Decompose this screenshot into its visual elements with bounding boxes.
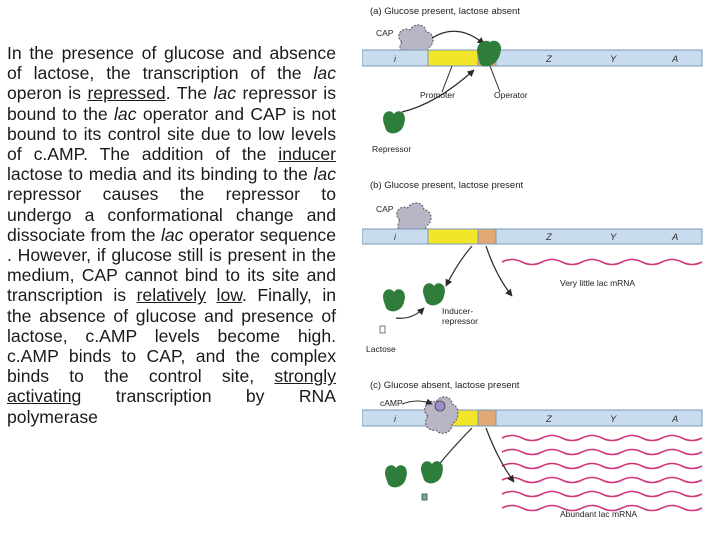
text-segment [206,285,217,305]
text-segment: lactose to media and its binding to the [7,164,314,185]
inducer-repressor-label-2: repressor [442,316,478,326]
gene-y-label: Y [610,54,617,65]
dna-strand [362,228,703,245]
camp-molecule-icon [434,400,446,412]
lac-italic: lac [313,63,337,84]
camp-cap-complex-icon [424,396,459,434]
text-segment: . The [165,83,214,104]
gene-i-label: i [394,232,397,242]
operator-region [477,228,497,245]
lactose-label: Lactose [366,344,396,354]
panel-b: (b) Glucose present, lactose present CAP… [362,180,703,354]
explanation-text: In the presence of glucose and absence o… [7,43,336,427]
inducer-repressor-label-1: Inducer- [442,306,473,316]
lactose-molecule-icon [421,493,428,501]
arrow-icon [485,427,515,483]
panel-c-title: (c) Glucose absent, lactose present [370,380,520,391]
text-segment: repressor causes the repressor to underg… [7,184,336,245]
gene-a-label: A [671,414,678,425]
mrna-strand [501,462,703,470]
text-segment: repressor is bound to the [7,83,336,124]
cap-protein-icon [398,24,434,58]
mrna-strand [501,504,703,512]
cap-protein-icon [396,202,432,236]
gene-y-label: Y [610,414,617,425]
text-segment: operator and CAP is not bound to its con… [7,103,336,165]
underlined-term-relatively: relatively [136,285,206,306]
promoter-label: Promoter [420,90,455,100]
text-segment: transcription by RNA polymerase [7,386,336,427]
repressor-protein-icon [383,289,405,312]
dna-strand [362,49,703,67]
gene-z-label: Z [545,414,553,425]
gene-z-label: Z [545,54,553,65]
very-little-mrna-label: Very little lac mRNA [560,278,635,288]
inducer-repressor-icon [423,283,445,306]
gene-a-label: A [671,54,678,65]
panel-a: (a) Glucose present, lactose absent CAP … [362,6,703,154]
gene-i-label: i [394,414,397,424]
underlined-term-low: low [216,285,242,306]
promoter-region [427,228,479,245]
repressor-arrow [401,69,475,113]
arrow-icon [435,427,473,469]
mrna-strand [501,258,703,266]
mrna-strand [501,448,703,456]
cap-label: CAP [376,28,394,38]
operator-region [477,409,497,427]
lac-italic: lac [114,103,137,124]
text-segment: operon is [7,83,88,104]
lactose-molecule-icon [379,325,386,334]
dna-strand [362,409,703,427]
cap-arrow [431,30,485,45]
lac-operon-diagram: (a) Glucose present, lactose absent CAP … [362,6,703,519]
operator-pointer [489,65,501,93]
abundant-mrna-label: Abundant lac mRNA [560,509,637,519]
operator-label: Operator [494,90,528,100]
arrow-icon [395,307,425,319]
lac-italic: lac [160,224,184,245]
arrow-icon [401,398,433,405]
underlined-term-repressed: repressed [87,83,166,104]
gene-a-label: A [671,232,678,243]
gene-i-label: i [394,54,397,64]
panel-a-title: (a) Glucose present, lactose absent [370,6,520,17]
promoter-region [427,49,479,67]
text-segment: operator sequence . However, if glucose … [7,224,336,306]
cap-label: CAP [376,204,394,214]
bound-repressor-icon [477,40,502,67]
repressor-protein-icon [385,465,407,488]
mrna-strand [501,490,703,498]
repressor-label: Repressor [372,144,411,154]
gene-y-label: Y [610,232,617,243]
promoter-pointer [441,65,453,93]
underlined-term-inducer: inducer [278,144,336,165]
arrow-icon [445,245,473,287]
inducer-repressor-icon [421,461,443,484]
arrow-icon [485,245,513,297]
panel-b-title: (b) Glucose present, lactose present [370,180,523,191]
lac-italic: lac [313,164,337,185]
text-segment: In the presence of glucose and absence o… [7,43,336,84]
mrna-strand [501,476,703,484]
text-segment: . Finally, in the absence of glucose and… [7,285,337,387]
gene-z-label: Z [545,232,553,243]
underlined-term-strongly: strongly [274,366,336,387]
repressor-protein-icon [383,111,405,134]
lac-italic: lac [213,83,237,104]
mrna-strand [501,434,703,442]
camp-label: cAMP [380,398,403,408]
panel-c: (c) Glucose absent, lactose present cAMP… [362,380,703,519]
underlined-term-activating: activating [7,386,82,407]
